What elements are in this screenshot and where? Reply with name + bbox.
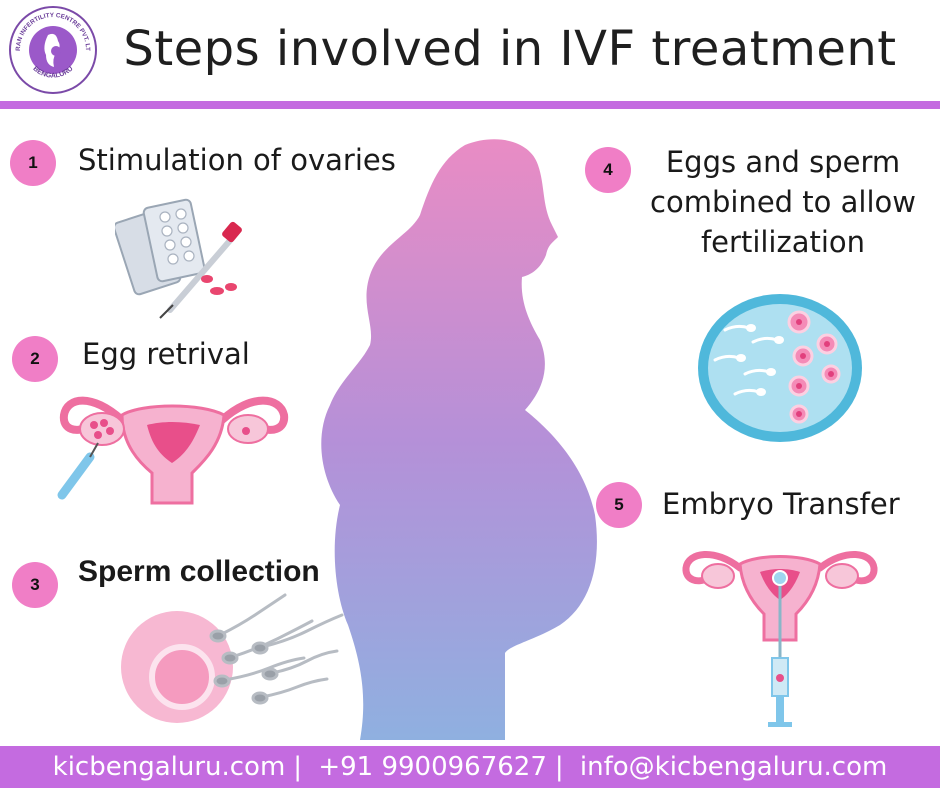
pills-syringe-icon [115,195,250,320]
page-title: Steps involved in IVF treatment [123,21,897,77]
pregnant-woman-silhouette [290,125,630,740]
step-4-badge: 4 [585,147,631,193]
petri-dish-icon [695,290,865,445]
step-5-label: Embryo Transfer [662,487,900,521]
header-divider [0,101,940,109]
step-4-label-line-3: fertilization [700,225,866,259]
step-3-badge: 3 [12,562,58,608]
step-3-label: Sperm collection [78,555,320,588]
step-4-label-line-1: Eggs and sperm [665,145,901,179]
step-2-badge: 2 [12,336,58,382]
step-5-badge: 5 [596,482,642,528]
footer-bar: kicbengaluru.com| +91 9900967627| info@k… [0,746,940,788]
uterus-embryo-transfer-icon [680,540,880,730]
uterus-egg-retrieval-icon [52,385,297,507]
footer-separator-2: | [554,752,564,782]
step-4-label: Eggs and sperm combined to allow fertili… [628,142,938,262]
egg-sperm-icon [112,585,362,725]
step-1-label: Stimulation of ovaries [78,143,396,177]
footer-email-link[interactable]: info@kicbengaluru.com [579,752,888,782]
step-2-label: Egg retrival [82,337,250,371]
footer-website-link[interactable]: kicbengaluru.com [52,752,286,782]
footer-phone-link[interactable]: +91 9900967627 [318,752,547,782]
mother-baby-logo-icon: KIRAN INFERTILITY CENTRE PVT. LTD. BENGA… [8,5,97,94]
step-4-label-line-2: combined to allow [650,185,916,219]
logo: KIRAN INFERTILITY CENTRE PVT. LTD. BENGA… [8,5,98,95]
footer-separator-1: | [293,752,303,782]
step-1-badge: 1 [10,140,56,186]
